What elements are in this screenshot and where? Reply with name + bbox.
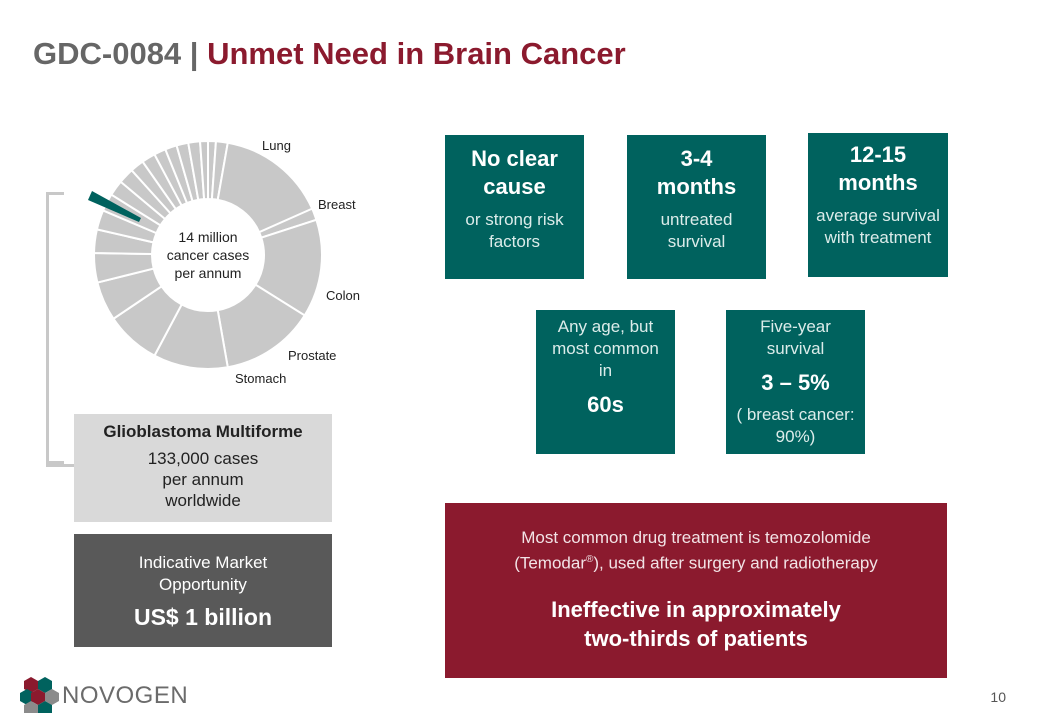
stat-treated-survival: 12-15 months average survival with treat… (808, 133, 948, 277)
treatment-line-1: Most common drug treatment is temozolomi… (521, 528, 871, 547)
stat-sub: or strong risk factors (465, 210, 564, 251)
donut-segment (216, 141, 314, 234)
survival-value: 3 – 5% (761, 370, 830, 395)
label-colon: Colon (326, 288, 360, 303)
page-number: 10 (990, 689, 1006, 705)
novogen-logo-text: NOVOGEN (62, 682, 189, 709)
gbm-highlight-segment (88, 191, 141, 222)
gbm-box: Glioblastoma Multiforme 133,000 cases pe… (74, 414, 332, 522)
survival-note: ( breast cancer: 90%) (736, 405, 855, 446)
registered-mark: ® (586, 554, 594, 565)
cancer-donut-chart: 14 million cancer cases per annum Lung B… (88, 138, 360, 386)
treatment-box: Most common drug treatment is temozolomi… (445, 503, 947, 678)
title-product: GDC-0084 (33, 36, 182, 71)
novogen-logo-icon (20, 677, 59, 713)
stat-head: 3-4 months (656, 146, 737, 199)
age-value: 60s (587, 392, 624, 417)
stat-head: No clear cause (471, 146, 558, 199)
title-separator: | (181, 36, 208, 71)
label-breast: Breast (318, 197, 356, 212)
stat-five-year-survival: Five-year survival 3 – 5% ( breast cance… (726, 310, 865, 454)
label-stomach: Stomach (235, 371, 286, 386)
donut-center-line-3: per annum (175, 265, 242, 281)
market-value: US$ 1 billion (133, 604, 273, 630)
gbm-title: Glioblastoma Multiforme (103, 422, 303, 441)
title-subject: Unmet Need in Brain Cancer (207, 36, 626, 71)
stat-untreated-survival: 3-4 months untreated survival (627, 135, 766, 279)
treatment-line-2-post: ), used after surgery and radiotherapy (593, 553, 878, 573)
age-text: Any age, but most common in (552, 317, 659, 380)
label-prostate: Prostate (288, 348, 336, 363)
page-title: GDC-0084 | Unmet Need in Brain Cancer (33, 36, 626, 72)
donut-center-line-1: 14 million (178, 229, 237, 245)
market-text: Indicative Market Opportunity (138, 553, 268, 594)
label-lung: Lung (262, 138, 291, 153)
survival-text: Five-year survival (760, 317, 831, 358)
treatment-line-2-pre: (Temodar (514, 553, 586, 573)
treatment-conclusion: Ineffective in approximately two-thirds … (551, 596, 841, 651)
stat-sub: average survival with treatment (816, 206, 940, 247)
donut-center-line-2: cancer cases (167, 247, 249, 263)
gbm-bracket (46, 192, 64, 464)
gbm-text: 133,000 cases per annum worldwide (147, 449, 259, 510)
gbm-bracket-tail (46, 464, 75, 467)
market-box: Indicative Market Opportunity US$ 1 bill… (74, 534, 332, 647)
stat-head: 12-15 months (838, 142, 918, 195)
stat-sub: untreated survival (660, 210, 733, 251)
stat-no-clear-cause: No clear cause or strong risk factors (445, 135, 584, 279)
treatment-line-2: (Temodar®), used after surgery and radio… (445, 549, 947, 575)
stat-age: Any age, but most common in 60s (536, 310, 675, 454)
